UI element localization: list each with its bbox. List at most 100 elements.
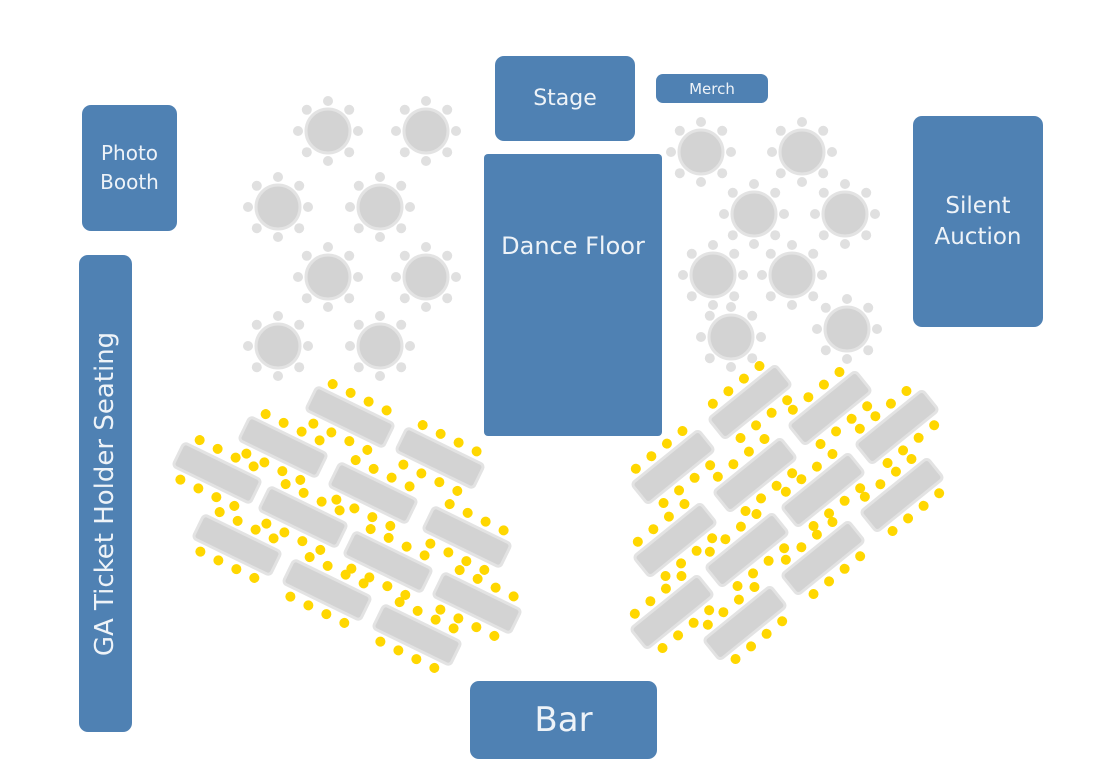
chair <box>787 300 797 310</box>
seat <box>705 460 716 471</box>
seat <box>315 544 326 555</box>
round-table-top <box>402 253 450 301</box>
seat <box>658 497 669 508</box>
chair <box>405 202 415 212</box>
seat <box>859 491 870 502</box>
chair <box>808 248 819 259</box>
banquet-table[interactable] <box>697 502 798 598</box>
seat <box>362 444 373 455</box>
seat <box>679 499 690 510</box>
seat <box>704 605 715 616</box>
round-table[interactable] <box>812 294 882 364</box>
round-table[interactable] <box>678 240 748 310</box>
banquet-table[interactable] <box>233 404 334 490</box>
round-table-top <box>677 128 725 176</box>
banquet-table[interactable] <box>705 427 806 523</box>
round-table[interactable] <box>293 242 363 312</box>
round-table-top <box>356 322 404 370</box>
seat <box>241 448 252 459</box>
banquet-table[interactable] <box>323 450 424 536</box>
banquet-table[interactable] <box>187 502 288 588</box>
round-table[interactable] <box>391 242 461 312</box>
banquet-table[interactable] <box>625 492 726 588</box>
banquet-table[interactable] <box>253 474 354 560</box>
banquet-table[interactable] <box>367 592 468 678</box>
banquet-table[interactable] <box>427 560 528 646</box>
chair <box>301 293 312 304</box>
banquet-table[interactable] <box>167 430 268 516</box>
seat <box>818 379 829 390</box>
seat <box>827 517 838 528</box>
banquet-table[interactable] <box>847 379 948 475</box>
seat <box>824 576 835 587</box>
stage-zone[interactable]: Stage <box>495 56 635 141</box>
banquet-table-top <box>422 506 512 568</box>
round-table[interactable] <box>696 302 766 372</box>
round-table[interactable] <box>243 172 313 242</box>
seat <box>471 446 482 457</box>
banquet-table[interactable] <box>780 360 881 456</box>
seat <box>645 596 656 607</box>
seat <box>316 496 327 507</box>
seat <box>393 645 404 656</box>
seat <box>691 545 702 556</box>
banquet-table[interactable] <box>695 575 796 671</box>
round-table[interactable] <box>243 311 313 381</box>
banquet-table[interactable] <box>852 447 953 543</box>
bar-zone[interactable]: Bar <box>470 681 657 759</box>
chair <box>405 341 415 351</box>
round-table[interactable] <box>767 117 837 187</box>
round-table-top <box>304 253 352 301</box>
round-table[interactable] <box>719 179 789 249</box>
seat <box>730 653 741 664</box>
dance-floor-zone[interactable]: Dance Floor <box>484 154 662 436</box>
ga-seating-zone[interactable]: GA Ticket Holder Seating <box>79 255 132 732</box>
seat <box>349 503 360 514</box>
banquet-table-top <box>713 437 797 513</box>
round-table-top <box>778 128 826 176</box>
banquet-table-top <box>395 427 485 489</box>
round-table[interactable] <box>666 117 736 187</box>
chair <box>666 147 676 157</box>
chair <box>817 270 827 280</box>
seat <box>898 445 909 456</box>
chair <box>353 272 363 282</box>
seat <box>444 499 455 510</box>
seat <box>334 505 345 516</box>
seat <box>676 558 687 569</box>
chair <box>396 319 407 330</box>
round-table[interactable] <box>757 240 827 310</box>
seat <box>193 483 204 494</box>
banquet-table-top <box>631 429 715 505</box>
banquet-table-top <box>305 386 395 448</box>
round-table[interactable] <box>345 311 415 381</box>
merch-zone[interactable]: Merch <box>656 74 768 103</box>
round-table[interactable] <box>345 172 415 242</box>
seat <box>663 511 674 522</box>
chair <box>251 180 262 191</box>
seat <box>303 600 314 611</box>
chair <box>345 202 355 212</box>
banquet-table[interactable] <box>417 494 518 580</box>
round-table[interactable] <box>810 179 880 249</box>
seat <box>229 500 240 511</box>
photo-booth-zone[interactable]: Photo Booth <box>82 105 177 231</box>
banquet-table[interactable] <box>623 419 724 515</box>
round-table[interactable] <box>293 96 363 166</box>
chair <box>756 332 766 342</box>
banquet-table[interactable] <box>300 374 401 460</box>
seat <box>417 420 428 431</box>
banquet-table[interactable] <box>700 354 801 450</box>
chair <box>747 310 758 321</box>
silent-auction-zone[interactable]: Silent Auction <box>913 116 1043 327</box>
banquet-table[interactable] <box>773 442 874 538</box>
seat <box>707 398 718 409</box>
banquet-table[interactable] <box>277 547 378 633</box>
chair <box>770 187 781 198</box>
banquet-table[interactable] <box>390 415 491 501</box>
seat <box>733 594 744 605</box>
banquet-table[interactable] <box>338 519 439 605</box>
banquet-table[interactable] <box>622 564 723 660</box>
round-table[interactable] <box>391 96 461 166</box>
banquet-table[interactable] <box>773 510 874 606</box>
